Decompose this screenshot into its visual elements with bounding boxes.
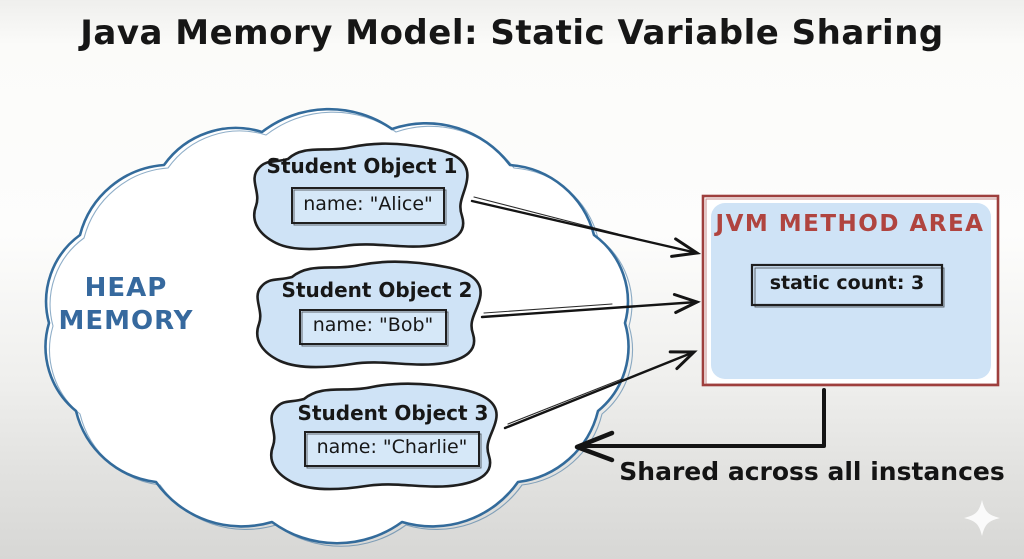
student-object-2-field-box (299, 309, 447, 345)
student-object-3-field-box (304, 431, 480, 467)
student-object-2-field: name: "Bob" (312, 314, 434, 336)
student-object-1-field-box (291, 187, 445, 224)
heap-memory-label-line2: MEMORY (58, 306, 194, 336)
heap-cloud-sketch-stroke (48, 111, 634, 547)
arrow-object1-to-method-area (470, 196, 702, 258)
static-count-box (750, 263, 944, 307)
arrow-object2-to-method-area (480, 293, 701, 319)
shared-annotation: Shared across all instances (619, 457, 1005, 486)
student-object-3-title: Student Object 3 (297, 401, 489, 425)
student-object-3-field-box-sketch (306, 433, 482, 469)
page-title: Java Memory Model: Static Variable Shari… (80, 13, 944, 53)
jvm-method-area-title: JVM METHOD AREA (715, 211, 985, 237)
static-count-field: static count: 3 (769, 272, 925, 294)
heap-memory-label-line1: HEAP (84, 273, 168, 303)
student-object-1-field: name: "Alice" (303, 193, 433, 215)
static-count-box-sketch (754, 267, 945, 308)
arrow-object3-to-method-area (503, 350, 698, 430)
heap-memory-label: HEAP MEMORY (58, 272, 193, 338)
jvm-method-area-border-sketch (705, 198, 999, 385)
sparkle-icon (964, 500, 1000, 536)
student-object-2-title: Student Object 2 (281, 278, 473, 302)
student-object-2-field-box-sketch (301, 311, 449, 347)
student-object-1-field-box-sketch (293, 189, 447, 226)
student-object-3-field: name: "Charlie" (316, 436, 468, 458)
arrow-shared-across-instances (574, 388, 826, 463)
student-object-1-title: Student Object 1 (266, 154, 458, 178)
